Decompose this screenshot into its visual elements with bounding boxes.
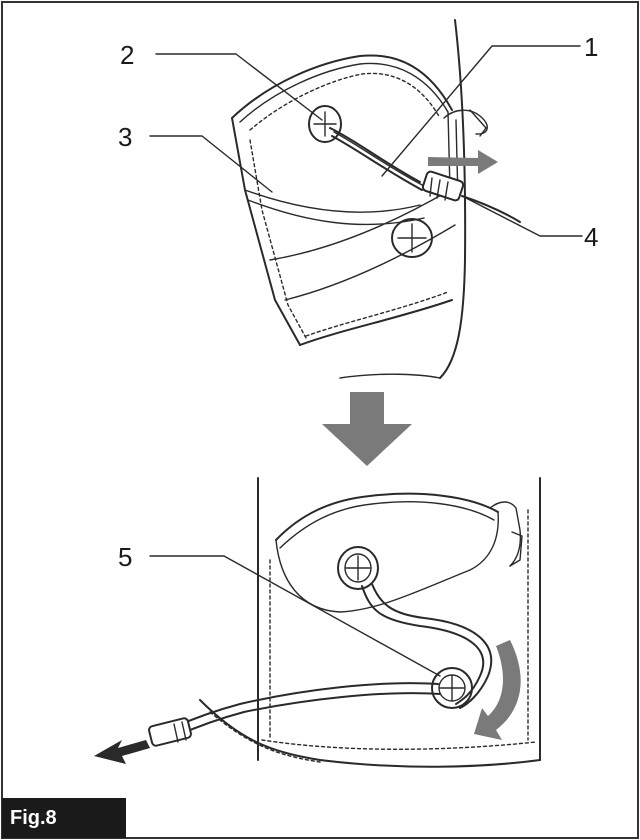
bottom-illustration [94,477,541,768]
figure-label: Fig.8 [2,798,126,838]
grommet-upper [308,105,342,143]
pull-arrow-bottom [94,740,150,764]
callout-5-text: 5 [118,542,132,572]
callout-3-text: 3 [118,122,132,152]
pull-arrow-top [428,150,498,174]
callout-5: 5 [118,542,441,677]
connector-top [421,170,465,202]
grommet-bottom-lower [431,667,473,709]
connector-bottom [148,717,192,747]
down-arrow [322,392,412,466]
callout-1-text: 1 [584,32,598,62]
routing-arrow [474,640,521,740]
callout-4: 4 [465,197,598,252]
callout-1: 1 [381,32,598,177]
callout-2: 2 [120,40,323,121]
grommet-lower [391,218,433,258]
figure-label-text: Fig.8 [10,807,57,829]
callout-3: 3 [118,122,273,193]
callout-4-text: 4 [584,222,598,252]
top-illustration [231,19,521,379]
grommet-bottom-upper [337,546,379,590]
callout-2-text: 2 [120,40,134,70]
